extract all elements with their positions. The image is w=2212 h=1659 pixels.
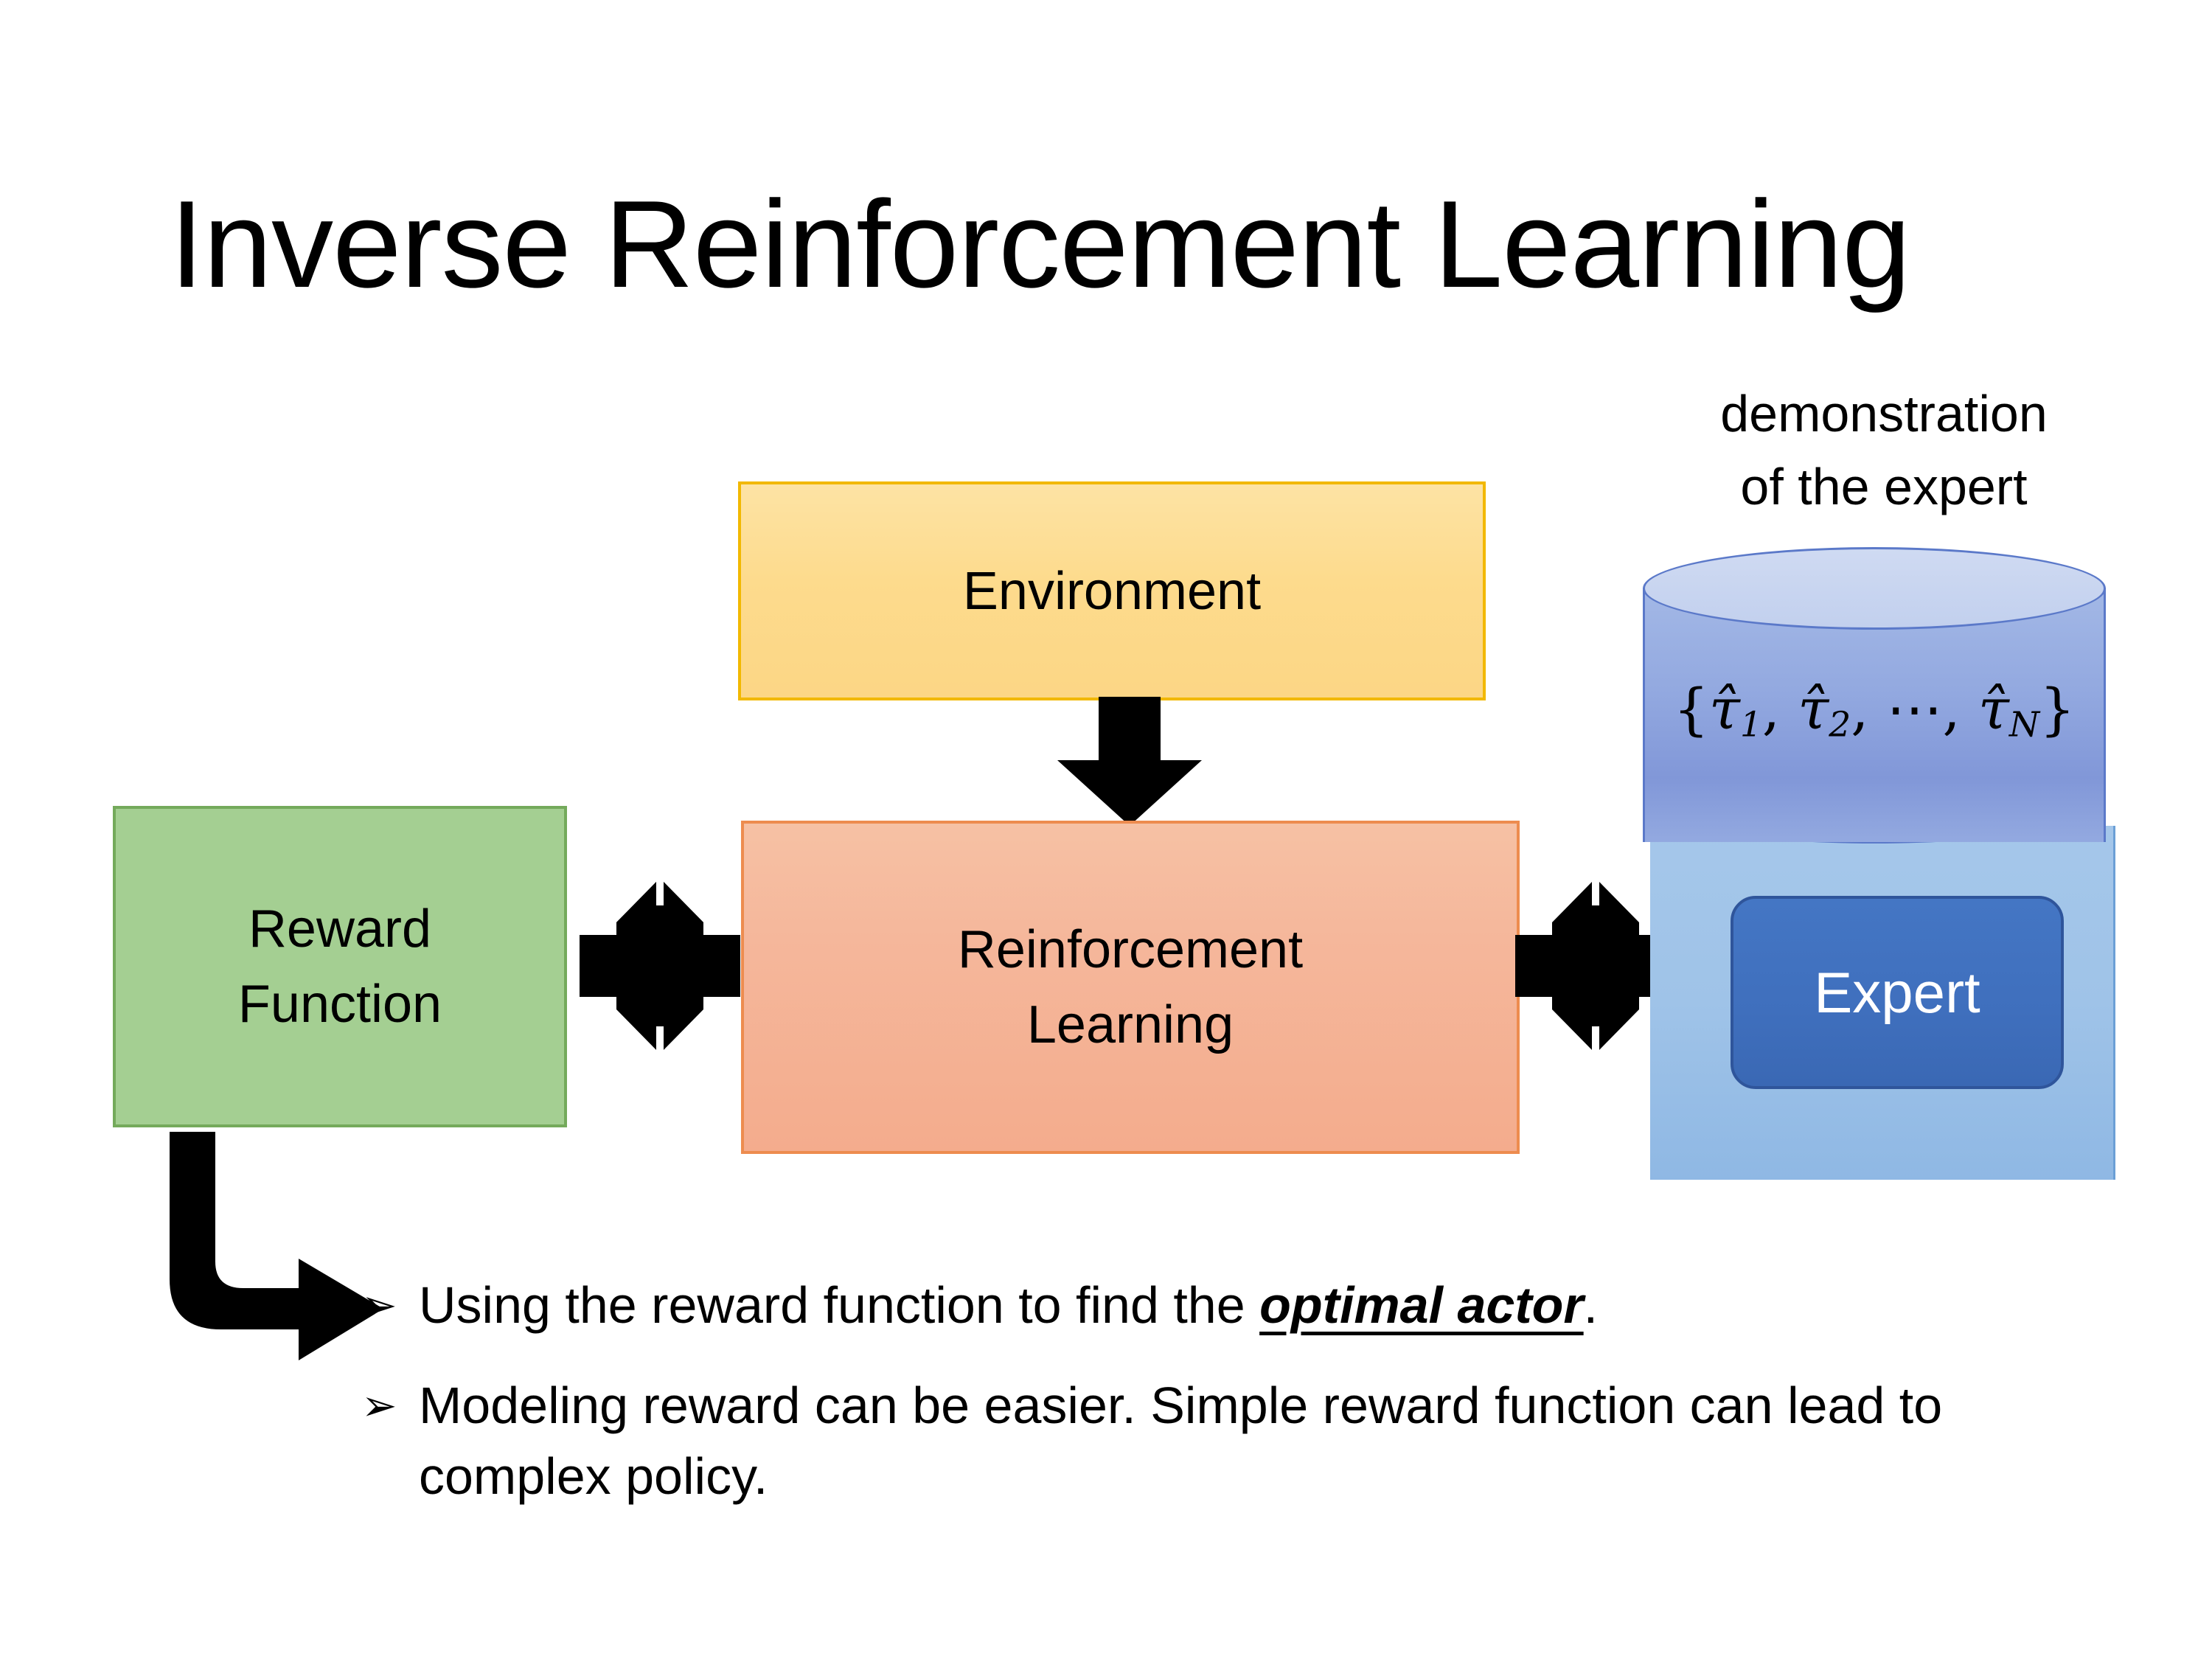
demonstration-label-line1: demonstration	[1720, 385, 2048, 442]
environment-box[interactable]: Environment	[738, 481, 1486, 700]
trajectory-sub-2: 2	[1829, 704, 1851, 745]
down-arrow-icon	[1057, 697, 1202, 826]
list-item: ➢ Modeling reward can be easier. Simple …	[361, 1370, 2131, 1512]
reward-box-label-line2: Function	[237, 975, 442, 1034]
bullet-text-2: Modeling reward can be easier. Simple re…	[419, 1370, 2131, 1512]
bullet-text-1: Using the reward function to find the op…	[419, 1270, 2131, 1340]
trajectory-sep-2: , ⋯,	[1851, 676, 1978, 742]
trajectory-tau-2: τ̂	[1798, 676, 1829, 742]
trajectory-sep-1: ,	[1761, 676, 1798, 742]
bent-arrow-icon	[170, 1132, 383, 1360]
bullet-1-suffix: .	[1583, 1276, 1599, 1334]
reward-function-box[interactable]: Reward Function	[113, 806, 567, 1127]
cylinder-body	[1643, 588, 2106, 842]
bullet-1-prefix: Using the reward function to find the	[419, 1276, 1260, 1334]
expert-demonstration-cylinder[interactable]: {τ̂1, τ̂2, ⋯, τ̂N}	[1643, 547, 2106, 844]
trajectory-close-brace: }	[2039, 676, 2076, 742]
bullet-list: ➢ Using the reward function to find the …	[361, 1270, 2131, 1541]
expert-box-label: Expert	[1814, 959, 1980, 1025]
demonstration-label-line2: of the expert	[1740, 458, 2028, 516]
demonstration-label: demonstration of the expert	[1644, 378, 2124, 524]
bullet-arrow-icon: ➢	[361, 1280, 397, 1330]
list-item: ➢ Using the reward function to find the …	[361, 1270, 2131, 1340]
trajectory-sub-n: N	[2008, 704, 2040, 745]
reinforcement-learning-box[interactable]: Reinforcement Learning	[741, 821, 1520, 1154]
environment-box-label: Environment	[962, 561, 1262, 621]
rl-box-label-line1: Reinforcement	[957, 919, 1304, 979]
trajectory-tau-n: τ̂	[1978, 676, 2009, 742]
page-title: Inverse Reinforcement Learning	[170, 175, 1911, 313]
trajectory-open-brace: {	[1673, 676, 1709, 742]
bullet-2-prefix: Modeling reward can be easier. Simple re…	[419, 1377, 1943, 1505]
bullet-arrow-icon: ➢	[361, 1380, 397, 1430]
reward-box-label-line1: Reward	[248, 899, 432, 959]
quad-arrow-icon-left	[580, 882, 740, 1050]
trajectory-tau-1: τ̂	[1708, 676, 1740, 742]
bullet-1-emphasis: optimal actor	[1259, 1276, 1584, 1334]
trajectory-set-label: {τ̂1, τ̂2, ⋯, τ̂N}	[1643, 676, 2106, 745]
rl-box-label-line2: Learning	[1026, 995, 1234, 1054]
expert-box[interactable]: Expert	[1731, 896, 2064, 1089]
cylinder-top-ellipse	[1643, 547, 2106, 630]
trajectory-sub-1: 1	[1739, 704, 1762, 745]
